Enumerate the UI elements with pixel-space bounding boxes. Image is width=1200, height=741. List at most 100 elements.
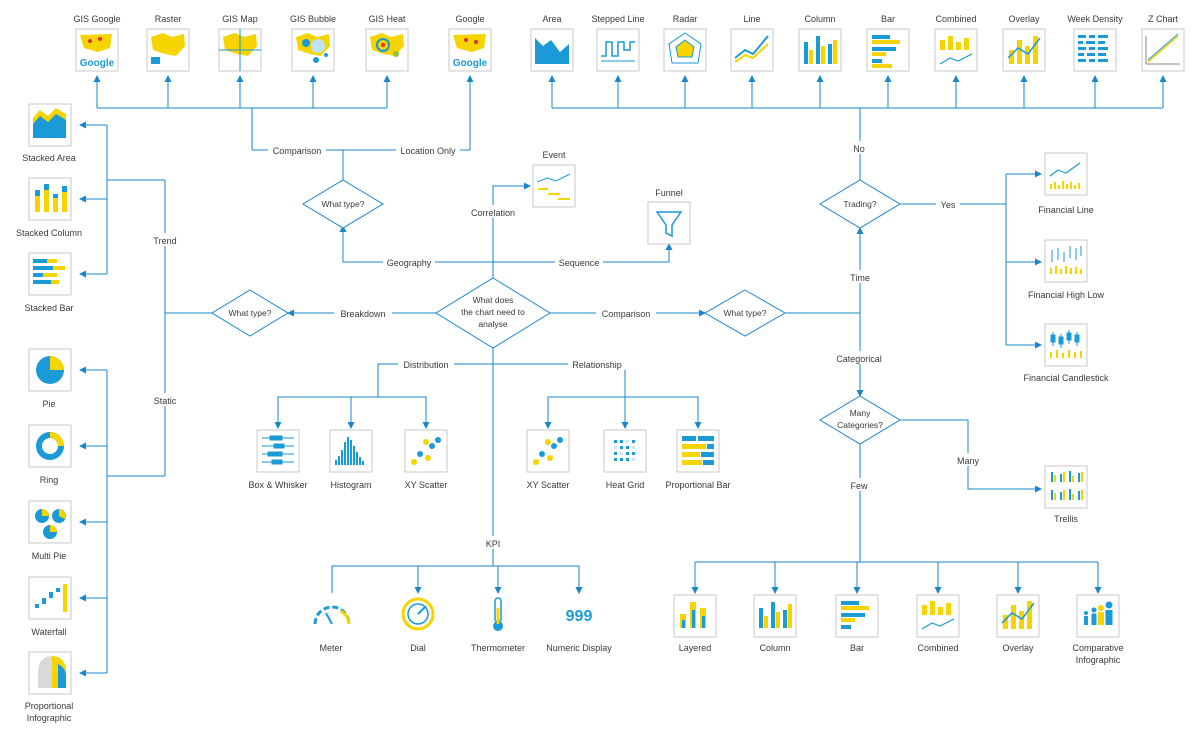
chart-dial: Dial — [401, 597, 435, 653]
edge-geography — [339, 225, 493, 263]
root-line-2: the chart need to — [461, 307, 525, 317]
svg-text:Event: Event — [542, 150, 566, 160]
edge-label-comparison: Comparison — [602, 309, 651, 319]
edge-correlation — [492, 182, 531, 278]
svg-text:XY Scatter: XY Scatter — [405, 480, 448, 490]
root-line-1: What does — [473, 295, 514, 305]
svg-text:Raster: Raster — [155, 14, 182, 24]
chart-overlay: Overlay — [1002, 14, 1046, 72]
edge-sequence — [493, 243, 673, 263]
edge-label-distribution: Distribution — [403, 360, 448, 370]
svg-text:Z Chart: Z Chart — [1148, 14, 1179, 24]
chart-ring: Ring — [28, 424, 72, 485]
edge-label-static: Static — [154, 396, 177, 406]
chart-layered: Layered — [673, 594, 717, 653]
svg-text:GIS Google: GIS Google — [73, 14, 120, 24]
chart-numeric-display: 999 Numeric Display — [546, 608, 612, 653]
svg-text:Funnel: Funnel — [655, 188, 683, 198]
chart-box-whisker: Box & Whisker — [248, 429, 308, 490]
edge-distribution — [274, 363, 493, 429]
chart-histogram: Histogram — [329, 429, 373, 490]
svg-text:Categories?: Categories? — [837, 420, 883, 430]
svg-text:Stacked Area: Stacked Area — [22, 153, 76, 163]
svg-text:Box & Whisker: Box & Whisker — [248, 480, 307, 490]
edge-label-breakdown: Breakdown — [340, 309, 385, 319]
google-logo-text: Google — [80, 58, 115, 69]
edge-relationship — [493, 363, 626, 429]
svg-text:Stacked Column: Stacked Column — [16, 228, 82, 238]
svg-text:GIS Map: GIS Map — [222, 14, 258, 24]
edge-label-categorical: Categorical — [836, 354, 882, 364]
chart-stacked-column: Stacked Column — [16, 177, 82, 238]
svg-text:Combined: Combined — [935, 14, 976, 24]
chart-raster: Raster — [146, 14, 190, 72]
google-logo-text: Google — [453, 58, 488, 69]
svg-text:Radar: Radar — [673, 14, 698, 24]
chart-thermometer: Thermometer — [471, 597, 525, 653]
svg-text:Financial Line: Financial Line — [1038, 205, 1094, 215]
chart-financial-high-low: Financial High Low — [1028, 239, 1105, 300]
svg-text:Numeric Display: Numeric Display — [546, 643, 612, 653]
svg-text:Trellis: Trellis — [1054, 514, 1078, 524]
edge-label-few: Few — [850, 481, 868, 491]
svg-text:Meter: Meter — [319, 643, 342, 653]
svg-text:What type?: What type? — [229, 308, 272, 318]
chart-proportional-infographic: Proportional Infographic — [25, 651, 73, 723]
edge-label-sequence: Sequence — [559, 258, 600, 268]
svg-text:What type?: What type? — [724, 308, 767, 318]
svg-text:Infographic: Infographic — [27, 713, 72, 723]
chart-event: Event — [532, 150, 576, 208]
chart-week-density: Week Density — [1067, 14, 1123, 72]
chart-gis-bubble: GIS Bubble — [290, 14, 336, 72]
decision-geo-type: What type? — [302, 179, 384, 229]
chart-multi-pie: Multi Pie — [28, 500, 72, 561]
svg-text:What type?: What type? — [322, 199, 365, 209]
chart-gis-map: GIS Map — [218, 14, 262, 72]
chart-column: Column — [798, 14, 842, 72]
chart-combined: Combined — [934, 14, 978, 72]
connectors — [79, 75, 1167, 677]
chart-pie: Pie — [28, 348, 72, 409]
svg-text:Thermometer: Thermometer — [471, 643, 525, 653]
svg-text:Pie: Pie — [42, 399, 55, 409]
chart-financial-line: Financial Line — [1038, 152, 1094, 215]
edge-label-trend: Trend — [153, 236, 176, 246]
chart-bar-few: Bar — [835, 594, 879, 653]
svg-text:Google: Google — [455, 14, 484, 24]
decision-right-type: What type? — [703, 289, 787, 337]
chart-comparative-infographic: Comparative Infographic — [1072, 594, 1124, 665]
chart-radar: Radar — [663, 14, 707, 72]
chart-google: Google Google — [448, 14, 492, 72]
svg-text:Stacked Bar: Stacked Bar — [24, 303, 73, 313]
chart-stepped-line: Stepped Line — [591, 14, 645, 72]
chart-gis-heat: GIS Heat — [365, 14, 409, 72]
edge-label-correlation: Correlation — [471, 208, 515, 218]
chart-z-chart: Z Chart — [1141, 14, 1185, 72]
svg-text:Histogram: Histogram — [330, 480, 371, 490]
svg-text:GIS Bubble: GIS Bubble — [290, 14, 336, 24]
decision-root: What does the chart need to analyse — [435, 277, 551, 349]
edge-label-yes: Yes — [941, 200, 956, 210]
svg-text:Week Density: Week Density — [1067, 14, 1123, 24]
chart-funnel: Funnel — [647, 188, 691, 245]
svg-text:Many: Many — [850, 408, 872, 418]
decision-many-categories: Many Categories? — [819, 395, 901, 445]
svg-text:Proportional Bar: Proportional Bar — [665, 480, 730, 490]
chart-gis-google: GIS Google Google — [73, 14, 121, 72]
chart-waterfall: Waterfall — [28, 576, 72, 637]
chart-heat-grid: Heat Grid — [603, 429, 647, 490]
svg-text:Comparative: Comparative — [1072, 643, 1123, 653]
edge-label-kpi: KPI — [486, 539, 501, 549]
edge-label-relationship: Relationship — [572, 360, 622, 370]
svg-text:999: 999 — [566, 608, 593, 625]
chart-trellis: Trellis — [1044, 465, 1088, 524]
svg-text:Ring: Ring — [40, 475, 59, 485]
svg-text:Column: Column — [804, 14, 835, 24]
svg-text:Infographic: Infographic — [1076, 655, 1121, 665]
svg-text:Line: Line — [743, 14, 760, 24]
edge-label-no: No — [853, 144, 865, 154]
decision-trading: Trading? — [819, 179, 901, 229]
svg-text:Bar: Bar — [881, 14, 895, 24]
chart-stacked-bar: Stacked Bar — [24, 252, 74, 313]
svg-text:Financial Candlestick: Financial Candlestick — [1023, 373, 1109, 383]
